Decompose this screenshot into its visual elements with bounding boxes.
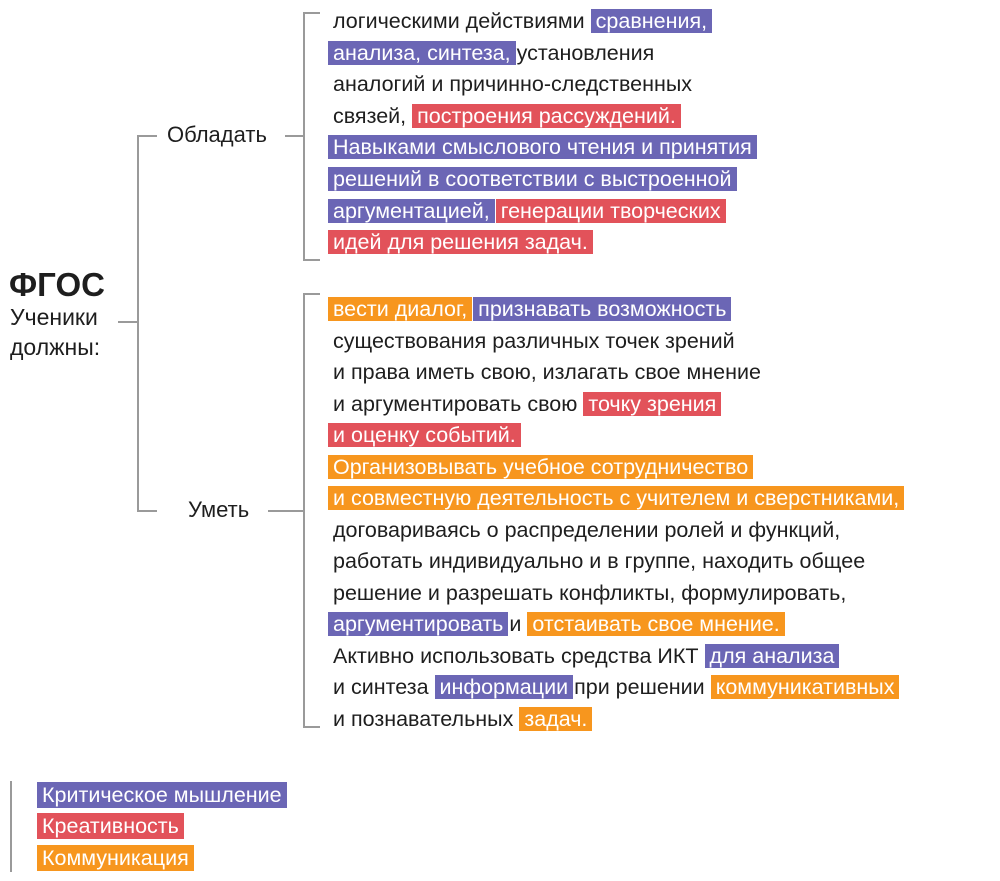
legend-critical-thinking: Критическое мышление [37, 782, 287, 808]
bracket-obladat-bottom [303, 259, 320, 261]
text-segment: и аргументировать свою [333, 391, 578, 416]
text-segment: работать индивидуально и в группе, наход… [333, 549, 866, 573]
main-bracket [137, 135, 139, 511]
text-segment: связей, [333, 103, 407, 128]
connector-umet-right [268, 510, 303, 512]
root-title: ФГОС [9, 266, 105, 303]
text-line: вести диалог,признавать возможность [328, 296, 732, 323]
highlight-red: точку зрения [583, 391, 722, 416]
text-segment: и [509, 612, 522, 636]
highlight-orange: Организовывать учебное сотрудничество [328, 454, 754, 479]
highlight-orange: задач. [519, 706, 593, 731]
highlight-red: и оценку событий. [328, 423, 521, 447]
text-line: и права иметь свою, излагать свое мнение [333, 359, 767, 386]
bracket-obladat [303, 12, 305, 261]
highlight-purple: для анализа [704, 643, 840, 668]
text-line: и оценку событий. [328, 422, 522, 449]
text-segment: установления [516, 40, 655, 65]
legend-divider [10, 781, 12, 872]
text-line: анализа, синтеза,установления [328, 40, 660, 67]
branch-label-obladat: Обладать [167, 122, 267, 147]
root-subtitle-2: должны: [10, 334, 101, 360]
highlight-orange: отстаивать свое мнение. [527, 612, 785, 636]
bracket-umet-top [303, 293, 320, 295]
text-line: Организовывать учебное сотрудничество [328, 454, 754, 481]
text-line: работать индивидуально и в группе, наход… [333, 548, 871, 575]
text-line: связей,построения рассуждений. [333, 103, 682, 130]
text-line: существования различных точек зрений [333, 328, 741, 355]
highlight-purple: информации [434, 675, 574, 699]
bracket-obladat-top [303, 12, 320, 14]
root-subtitle-1: Ученики [10, 304, 98, 330]
connector-obladat-right [285, 135, 303, 137]
highlight-purple: анализа, синтеза, [328, 40, 516, 65]
legend-creativity: Креативность [37, 813, 184, 839]
highlight-purple: признавать возможность [473, 297, 732, 321]
highlight-red: построения рассуждений. [412, 103, 681, 128]
text-segment: логическими действиями [333, 9, 585, 33]
highlight-orange: коммуникативных [710, 675, 900, 699]
connector-obladat [137, 135, 157, 137]
legend-communication: Коммуникация [37, 845, 194, 871]
text-segment: и права иметь свою, излагать свое мнение [333, 360, 761, 384]
highlight-red: генерации творческих [495, 198, 726, 223]
highlight-orange: и совместную деятельность с учителем и с… [328, 486, 905, 510]
text-line: и совместную деятельность с учителем и с… [328, 485, 905, 512]
highlight-purple: аргументировать [328, 612, 509, 636]
highlight-purple: решений в соответствии с выстроенной [328, 167, 737, 191]
text-segment: существования различных точек зрений [333, 328, 735, 353]
bracket-umet-bottom [303, 726, 320, 728]
connector-root [118, 321, 138, 323]
highlight-purple: аргументацией, [328, 198, 495, 223]
highlight-red: идей для решения задач. [328, 230, 593, 255]
text-segment: решение и разрешать конфликты, формулиро… [333, 580, 847, 605]
connector-umet [137, 510, 157, 512]
text-line: идей для решения задач. [328, 229, 594, 256]
highlight-purple: Навыками смыслового чтения и принятия [328, 135, 757, 160]
highlight-orange: вести диалог, [328, 297, 473, 321]
text-segment: договариваясь о распределении ролей и фу… [333, 517, 841, 542]
text-segment: и синтеза [333, 675, 429, 699]
text-segment: Активно использовать средства ИКТ [333, 643, 699, 668]
text-line: Навыками смыслового чтения и принятия [328, 134, 758, 161]
text-line: решение и разрешать конфликты, формулиро… [333, 580, 852, 607]
text-line: аналогий и причинно-следственных [333, 71, 698, 98]
highlight-purple: сравнения, [590, 9, 713, 33]
text-segment: и познавательных [333, 706, 514, 731]
text-line: договариваясь о распределении ролей и фу… [333, 517, 846, 544]
text-segment: аналогий и причинно-следственных [333, 72, 693, 97]
text-segment: при решении [574, 675, 705, 699]
text-line: аргументацией,генерации творческих [328, 198, 727, 225]
branch-label-umet: Уметь [188, 497, 250, 522]
text-line: решений в соответствии с выстроенной [328, 166, 738, 193]
bracket-umet [303, 293, 305, 728]
